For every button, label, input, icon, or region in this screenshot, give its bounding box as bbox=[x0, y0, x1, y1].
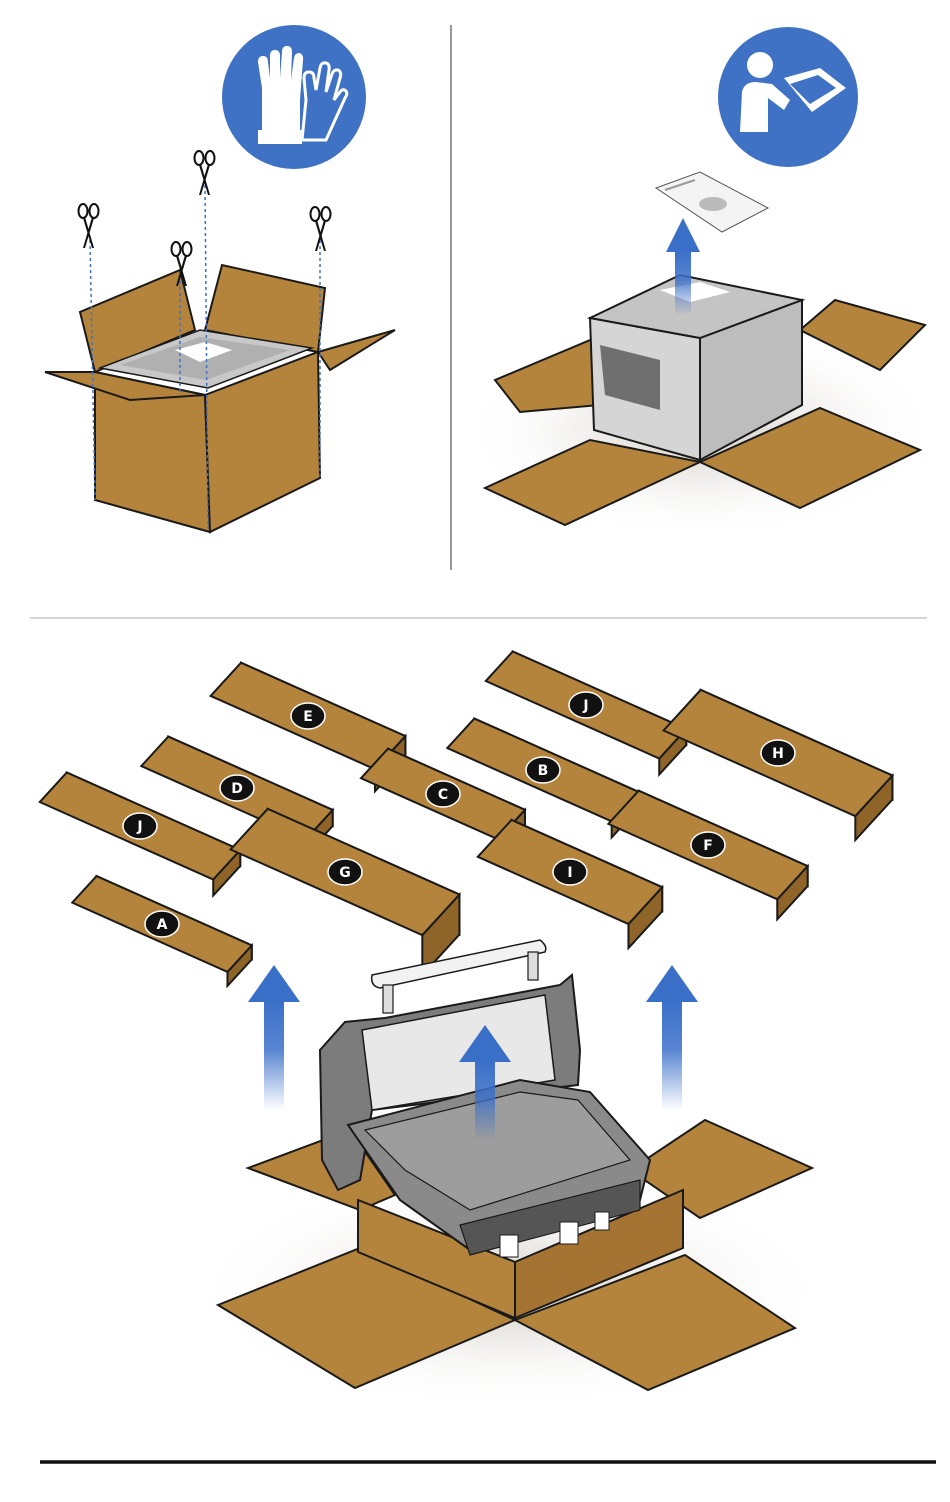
part-label: H bbox=[772, 746, 784, 762]
part-box-a: A bbox=[72, 876, 252, 986]
shipping-box bbox=[45, 185, 395, 532]
part-label: E bbox=[303, 709, 313, 725]
parts-boxes: E J H D C B J F G I A bbox=[40, 652, 893, 986]
part-label: J bbox=[582, 698, 588, 714]
cut-box-panel bbox=[45, 25, 395, 532]
up-arrow-icon bbox=[646, 965, 698, 1110]
part-label: J bbox=[136, 819, 142, 835]
part-label: B bbox=[538, 763, 549, 779]
up-arrow-icon bbox=[248, 965, 300, 1110]
remove-manual-panel bbox=[460, 27, 940, 540]
read-manual-icon bbox=[718, 27, 858, 167]
scissors-icon bbox=[79, 151, 331, 286]
manual-document bbox=[656, 172, 768, 232]
part-label: A bbox=[157, 917, 168, 933]
gloves-icon bbox=[222, 25, 366, 169]
parts-panel: E J H D C B J F G I A bbox=[40, 652, 893, 1410]
part-box-g: G bbox=[231, 809, 460, 975]
part-label: D bbox=[231, 781, 243, 797]
part-box-i: I bbox=[478, 820, 662, 948]
part-label: F bbox=[703, 838, 713, 854]
part-label: I bbox=[567, 865, 572, 881]
part-label: C bbox=[438, 787, 448, 803]
part-label: G bbox=[339, 865, 351, 881]
